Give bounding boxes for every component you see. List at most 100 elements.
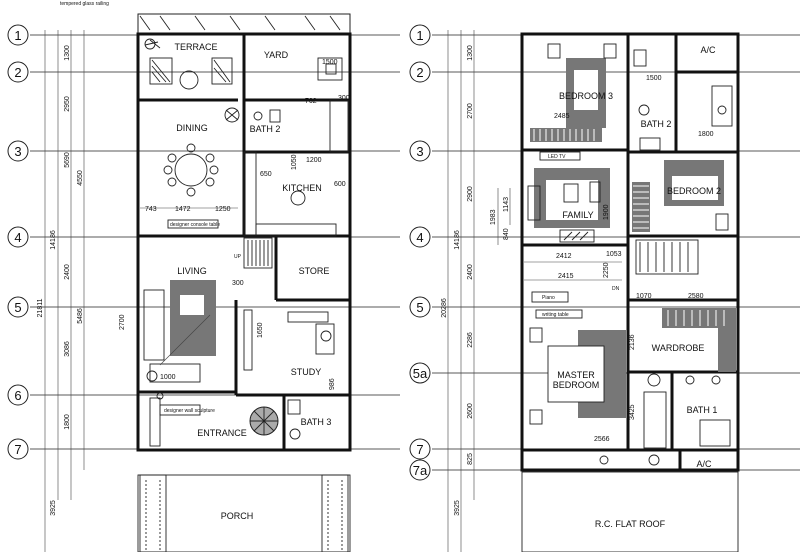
dim-2400: 2400 bbox=[64, 264, 71, 280]
room-living: LIVING bbox=[177, 266, 207, 276]
label-writing-table: writing table bbox=[542, 312, 569, 318]
dim-1000: 1000 bbox=[160, 374, 176, 381]
ff-dim-1983: 1983 bbox=[490, 209, 497, 225]
dim-21811: 21811 bbox=[37, 298, 44, 317]
label-up: UP bbox=[234, 254, 242, 260]
first-floor-internal-dims: 1500 1800 2485 1983 1143 840 1900 2412 1… bbox=[490, 75, 714, 443]
dim-300b: 300 bbox=[232, 280, 244, 287]
dim-743: 743 bbox=[145, 206, 157, 213]
first-floor-plan bbox=[520, 32, 740, 552]
room-yard: YARD bbox=[264, 50, 289, 60]
ff-dim-2400: 2400 bbox=[467, 264, 474, 280]
right-axis-5a: 5a bbox=[413, 366, 428, 381]
room-study: STUDY bbox=[291, 367, 322, 377]
dim-600: 600 bbox=[334, 181, 346, 188]
ff-dim-3425: 3425 bbox=[629, 404, 636, 420]
left-grid-bubbles: 1 2 3 4 5 6 7 bbox=[7, 24, 29, 460]
room-family: FAMILY bbox=[562, 210, 593, 220]
right-axis-3: 3 bbox=[416, 144, 423, 159]
ff-dim-825: 825 bbox=[467, 453, 474, 465]
ground-floor-plan: tempered glass railing bbox=[60, 1, 352, 552]
room-bath3: BATH 3 bbox=[301, 417, 332, 427]
ff-dim-3925: 3925 bbox=[454, 500, 461, 516]
label-led-tv: LED TV bbox=[548, 154, 566, 160]
right-grid-bubbles: 1 2 3 4 5 5a 7 7a bbox=[409, 24, 431, 481]
dim-1050: 1050 bbox=[291, 154, 298, 170]
left-dimension-columns bbox=[44, 30, 85, 552]
right-axis-7: 7 bbox=[416, 442, 423, 457]
room-terrace: TERRACE bbox=[174, 42, 217, 52]
dim-2700: 2700 bbox=[119, 314, 126, 330]
dim-5486: 5486 bbox=[77, 308, 84, 324]
left-axis-5: 5 bbox=[14, 300, 21, 315]
ff-dim-1800: 1800 bbox=[698, 131, 714, 138]
ff-dim-2900: 2900 bbox=[467, 186, 474, 202]
room-dining: DINING bbox=[176, 123, 208, 133]
ff-dim-2412: 2412 bbox=[556, 253, 572, 260]
room-entrance: ENTRANCE bbox=[197, 428, 247, 438]
note-console-table: designer console table bbox=[170, 222, 220, 228]
room-flat-roof: R.C. FLAT ROOF bbox=[595, 519, 666, 529]
dim-1500-gf: 1500 bbox=[322, 59, 338, 66]
dim-1200: 1200 bbox=[306, 157, 322, 164]
ff-dim-2700: 2700 bbox=[467, 103, 474, 119]
ff-dim-2485: 2485 bbox=[554, 113, 570, 120]
right-dimension-columns bbox=[447, 30, 475, 552]
ff-dim-2600: 2600 bbox=[467, 403, 474, 419]
left-axis-6: 6 bbox=[14, 388, 21, 403]
room-ac-top: A/C bbox=[700, 45, 716, 55]
ground-floor-internal-dims: 762 300 1200 650 600 1050 743 1472 1250 … bbox=[119, 59, 350, 390]
dim-1300: 1300 bbox=[64, 45, 71, 61]
dim-3925: 3925 bbox=[50, 500, 57, 516]
ff-dim-1300: 1300 bbox=[467, 45, 474, 61]
ff-dim-1900: 1900 bbox=[603, 204, 610, 220]
ff-dim-2415: 2415 bbox=[558, 273, 574, 280]
left-axis-1: 1 bbox=[14, 28, 21, 43]
room-porch: PORCH bbox=[221, 511, 254, 521]
room-bedroom3: BEDROOM 3 bbox=[559, 91, 613, 101]
room-kitchen: KITCHEN bbox=[282, 183, 322, 193]
dim-986: 986 bbox=[329, 378, 336, 390]
dim-2950: 2950 bbox=[64, 96, 71, 112]
room-wardrobe: WARDROBE bbox=[652, 343, 705, 353]
label-piano: Piano bbox=[542, 295, 555, 301]
ff-dim-1143: 1143 bbox=[503, 197, 510, 212]
room-store: STORE bbox=[299, 266, 330, 276]
label-dn: DN bbox=[612, 286, 620, 292]
dim-1800: 1800 bbox=[64, 414, 71, 430]
room-bedroom2: BEDROOM 2 bbox=[667, 186, 721, 196]
ff-dim-1053: 1053 bbox=[606, 251, 622, 258]
room-ac-bottom: A/C bbox=[696, 459, 712, 469]
note-tempered-glass: tempered glass railing bbox=[60, 1, 109, 7]
dim-1250: 1250 bbox=[215, 206, 231, 213]
ff-dim-1070: 1070 bbox=[636, 293, 652, 300]
dim-5690: 5690 bbox=[64, 152, 71, 168]
left-axis-7: 7 bbox=[14, 442, 21, 457]
dim-3086: 3086 bbox=[64, 341, 71, 357]
left-dimension-texts: 1300 2950 4550 5690 14186 2400 5486 3086… bbox=[37, 45, 84, 516]
room-bath2-ff: BATH 2 bbox=[641, 119, 672, 129]
ff-dim-20286: 20286 bbox=[441, 298, 448, 318]
left-axis-2: 2 bbox=[14, 65, 21, 80]
ff-dim-2580: 2580 bbox=[688, 293, 704, 300]
left-axis-4: 4 bbox=[14, 230, 21, 245]
right-axis-1: 1 bbox=[416, 28, 423, 43]
ff-dim-1500: 1500 bbox=[646, 75, 662, 82]
dim-762: 762 bbox=[305, 98, 317, 105]
right-axis-5: 5 bbox=[416, 300, 423, 315]
dim-4550: 4550 bbox=[77, 170, 84, 186]
right-axis-7a: 7a bbox=[413, 463, 428, 478]
dim-650: 650 bbox=[260, 171, 272, 178]
ff-dim-2250: 2250 bbox=[603, 262, 610, 278]
right-axis-4: 4 bbox=[416, 230, 423, 245]
ff-dim-2566: 2566 bbox=[594, 436, 610, 443]
dim-300: 300 bbox=[338, 95, 350, 102]
first-floor-labels: A/C BEDROOM 3 BATH 2 BEDROOM 2 FAMILY WA… bbox=[542, 45, 721, 529]
ground-floor-labels: TERRACE YARD DINING BATH 2 KITCHEN LIVIN… bbox=[174, 42, 331, 521]
room-bath1: BATH 1 bbox=[687, 405, 718, 415]
room-bath2: BATH 2 bbox=[250, 124, 281, 134]
dim-14186: 14186 bbox=[50, 230, 57, 250]
note-wall-sculpture: designer wall sculpture bbox=[164, 408, 215, 414]
